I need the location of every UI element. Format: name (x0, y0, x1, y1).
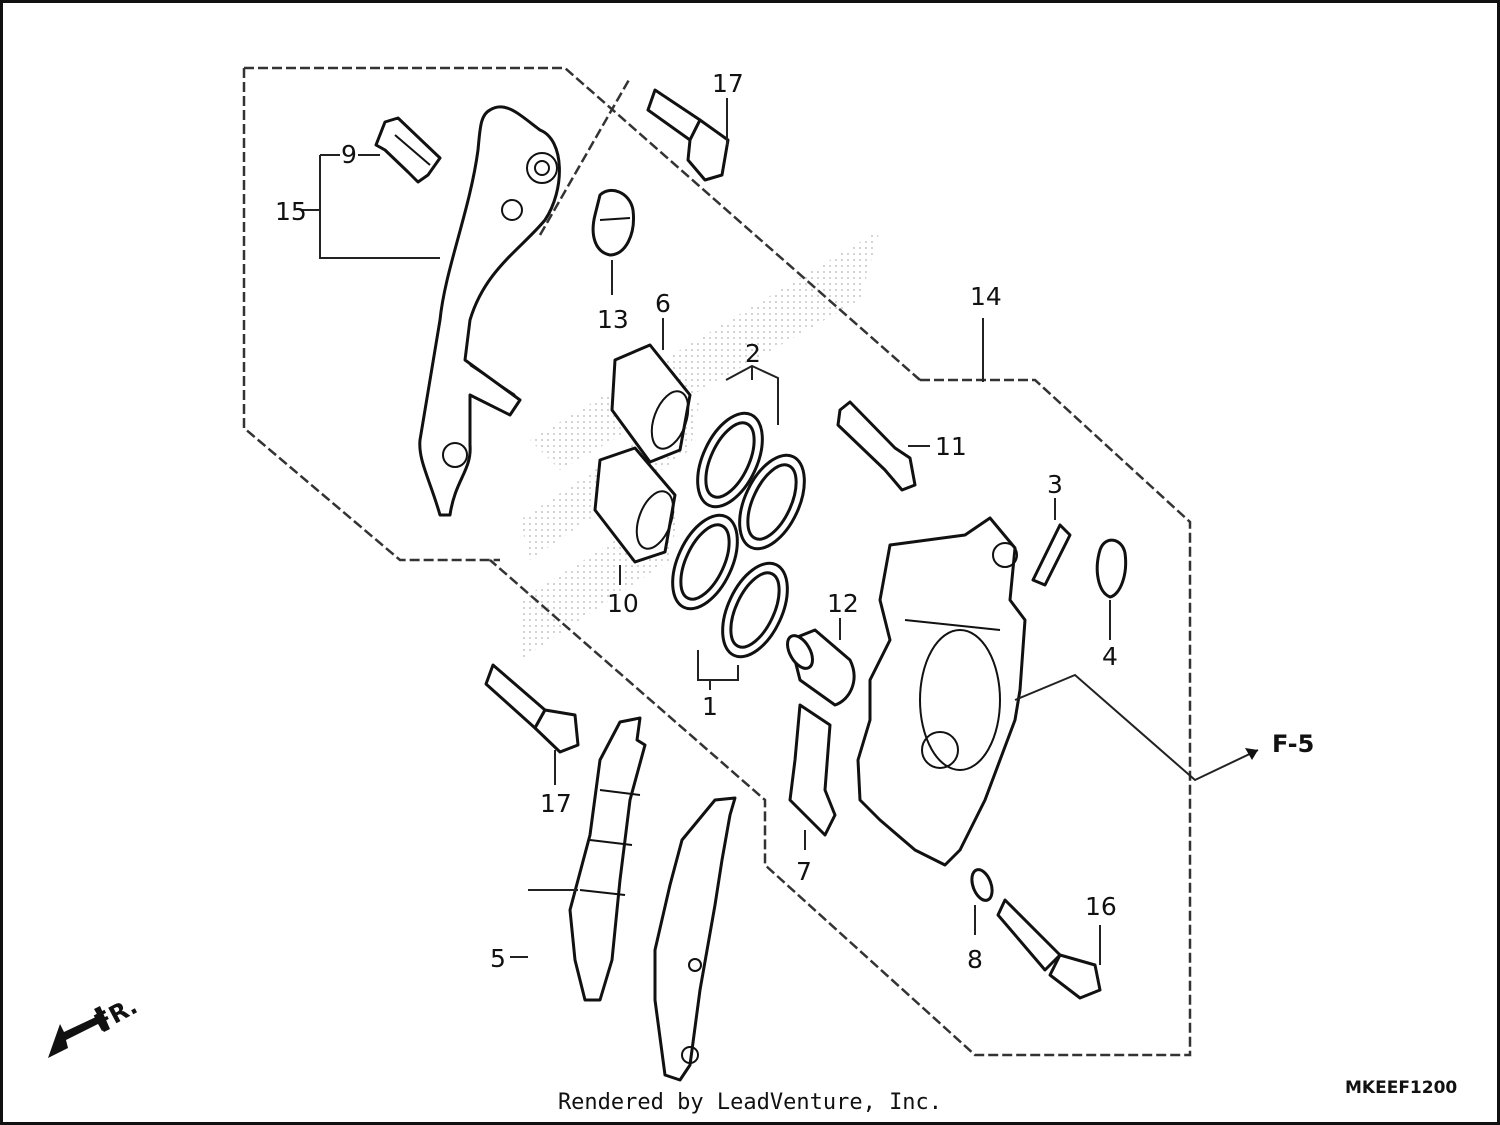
label-1[interactable]: 1 (702, 692, 718, 721)
assembly-outline-15 (242, 66, 921, 562)
bleeder-cap (1095, 538, 1128, 599)
arrow-head (1245, 748, 1258, 760)
diagram-code: MKEEF1200 (1345, 1078, 1457, 1098)
pin-bolt-lower (484, 663, 580, 754)
sealing-washer (970, 868, 994, 902)
piston-seals (671, 411, 806, 659)
pin-bolt-upper (646, 88, 730, 182)
front-direction-arrow (48, 1006, 110, 1058)
label-4[interactable]: 4 (1102, 642, 1118, 671)
front-marker-label: FR. (90, 992, 142, 1038)
label-3[interactable]: 3 (1047, 470, 1063, 499)
label-6[interactable]: 6 (655, 289, 671, 318)
label-8[interactable]: 8 (967, 945, 983, 974)
label-9[interactable]: 9 (341, 140, 357, 169)
piston-lower (593, 446, 677, 564)
label-17-lower[interactable]: 17 (540, 789, 572, 818)
bleeder-screw (1031, 523, 1072, 587)
brake-pad-front (568, 716, 647, 1002)
caliper-body (856, 516, 1027, 867)
assembly-outline-14 (489, 77, 1192, 1057)
leader-lines (302, 98, 1259, 965)
pin-boot (591, 189, 635, 257)
part-labels: 17 9 15 13 6 2 14 11 3 10 12 4 1 17 7 8 … (90, 69, 1458, 1098)
label-12[interactable]: 12 (827, 589, 859, 618)
credit-footer: Rendered by LeadVenture, Inc. (557, 1090, 943, 1115)
label-15[interactable]: 15 (275, 197, 307, 226)
label-7[interactable]: 7 (796, 857, 812, 886)
piston-upper (610, 343, 692, 464)
slide-pin (786, 628, 856, 707)
reference-label[interactable]: F-5 (1272, 730, 1314, 758)
label-2[interactable]: 2 (745, 339, 761, 368)
caliper-mount-bolt (996, 898, 1102, 1000)
pad-retainer (788, 703, 837, 837)
label-5[interactable]: 5 (490, 944, 506, 973)
label-16[interactable]: 16 (1085, 892, 1117, 921)
brake-pad-rear (653, 796, 737, 1082)
label-11[interactable]: 11 (935, 432, 967, 461)
pad-pin-bolt (836, 400, 917, 492)
label-17-upper[interactable]: 17 (712, 69, 744, 98)
pad-spring (374, 116, 442, 184)
label-13[interactable]: 13 (597, 305, 629, 334)
label-10[interactable]: 10 (607, 589, 639, 618)
label-14[interactable]: 14 (970, 282, 1002, 311)
caliper-bracket (418, 105, 561, 517)
